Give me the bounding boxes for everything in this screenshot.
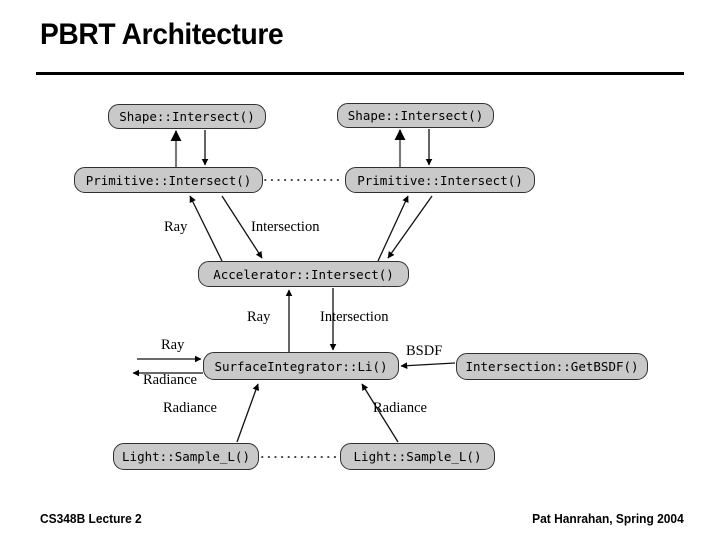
- connector-light-right-to-integrator: [361, 383, 399, 443]
- edge-label-ray-left-in: Ray: [161, 337, 185, 353]
- connector-light-left-to-integrator: [236, 383, 260, 443]
- edge-label-radiance-lower-left: Radiance: [163, 400, 217, 416]
- edge-label-radiance-left-out: Radiance: [143, 372, 197, 388]
- node-primitive-intersect-left[interactable]: Primitive::Intersect(): [74, 167, 263, 193]
- edge-label-intersection-mid: Intersection: [320, 309, 389, 325]
- connector-accel-to-primitive-left: [189, 195, 223, 262]
- node-shape-intersect-left[interactable]: Shape::Intersect(): [108, 104, 266, 129]
- edge-label-ray-mid: Ray: [247, 309, 271, 325]
- edge-label-ray-top-left: Ray: [164, 219, 188, 235]
- node-accelerator-intersect[interactable]: Accelerator::Intersect(): [198, 261, 409, 287]
- node-light-sample-l-left[interactable]: Light::Sample_L(): [113, 443, 259, 470]
- node-intersection-getbsdf[interactable]: Intersection::GetBSDF(): [456, 353, 648, 380]
- footer-course-label: CS348B Lecture 2: [40, 511, 142, 526]
- node-shape-intersect-right[interactable]: Shape::Intersect(): [337, 103, 494, 128]
- connector-bsdf-to-integrator: [400, 362, 456, 370]
- node-light-sample-l-right[interactable]: Light::Sample_L(): [340, 443, 495, 470]
- connector-primitive-left-to-accel: [221, 195, 263, 259]
- connector-accel-to-primitive-right: [377, 195, 409, 262]
- edge-label-radiance-lower-right: Radiance: [373, 400, 427, 416]
- title-divider: [36, 72, 684, 75]
- connector-primitive-right-to-accel: [387, 195, 433, 259]
- edge-label-bsdf: BSDF: [406, 343, 443, 359]
- footer-author-label: Pat Hanrahan, Spring 2004: [532, 511, 684, 526]
- node-primitive-intersect-right[interactable]: Primitive::Intersect(): [345, 167, 535, 193]
- node-surface-integrator-li[interactable]: SurfaceIntegrator::Li(): [203, 352, 399, 380]
- page-title: PBRT Architecture: [40, 18, 284, 51]
- edge-label-intersection-top: Intersection: [251, 219, 320, 235]
